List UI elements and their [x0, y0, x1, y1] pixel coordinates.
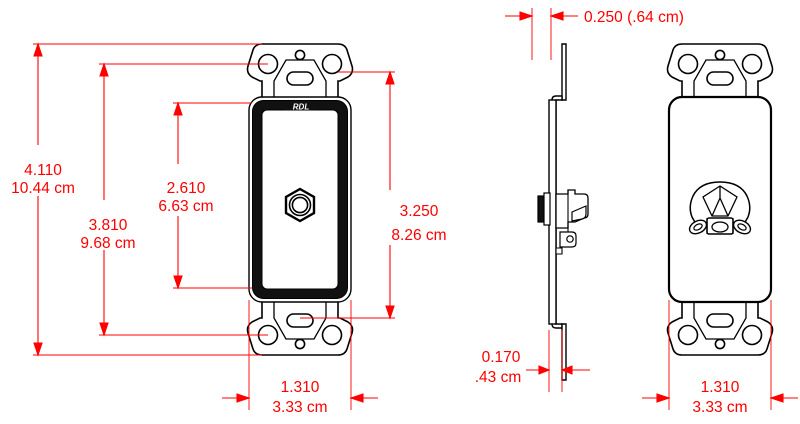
front-bottom-bracket [246, 299, 354, 356]
dim-label-4110-inch: 4.110 [24, 162, 62, 179]
rdl-logo-text: RDL [293, 103, 310, 112]
dim-label-3250-inch: 3.250 [400, 203, 439, 220]
rear-top-bracket [666, 43, 774, 100]
dim-4110-arrow-top [33, 42, 43, 57]
dim-2610-arrow-bottom [173, 275, 183, 290]
dim-label-1310f-inch: 1.310 [281, 379, 320, 396]
dimension-lines [33, 8, 798, 410]
rear-connector-body [688, 181, 752, 235]
dim-0170-arrow-left [538, 365, 551, 375]
dim-2610-arrow-top [173, 101, 183, 116]
rear-bottom-bracket [666, 299, 774, 356]
dim-1310f-arrow-left [236, 393, 251, 403]
front-top-bracket [246, 43, 354, 100]
dim-1310r-arrow-right [769, 393, 784, 403]
dim-label-2610-metric: 6.63 cm [158, 198, 213, 215]
dim-label-4110-metric: 10.44 cm [11, 180, 75, 197]
dim-label-0170-metric: .43 cm [475, 369, 522, 386]
dim-3810-arrow-bottom [99, 322, 109, 337]
dim-3250-arrow-top [385, 70, 395, 85]
dimension-labels: 4.110 10.44 cm 3.810 9.68 cm 2.610 6.63 … [11, 9, 747, 416]
dim-label-2610-inch: 2.610 [167, 180, 206, 197]
dim-1310f-arrow-right [349, 393, 364, 403]
dim-0170-arrow-right [560, 365, 573, 375]
dim-label-1310f-metric: 3.33 cm [272, 399, 327, 416]
dim-1310r-arrow-left [656, 393, 671, 403]
dim-label-3810-metric: 9.68 cm [80, 235, 135, 252]
dim-3250-arrow-bottom [385, 305, 395, 320]
front-view: RDL [246, 43, 354, 356]
side-view [537, 43, 589, 381]
dim-3810-arrow-top [99, 62, 109, 77]
dim-label-3810-inch: 3.810 [89, 217, 128, 234]
dim-0250-arrow-right [549, 11, 564, 21]
dim-label-1310r-inch: 1.310 [701, 379, 740, 396]
dim-label-1310r-metric: 3.33 cm [692, 399, 747, 416]
dim-label-3250-metric: 8.26 cm [391, 227, 446, 244]
rear-view [666, 43, 774, 356]
front-connector-nut [284, 187, 316, 223]
dim-label-0170-inch: 0.170 [482, 349, 521, 366]
dim-4110-arrow-bottom [33, 342, 43, 357]
dim-0250-arrow-left [519, 11, 534, 21]
dim-label-0250: 0.250 (.64 cm) [584, 9, 684, 26]
